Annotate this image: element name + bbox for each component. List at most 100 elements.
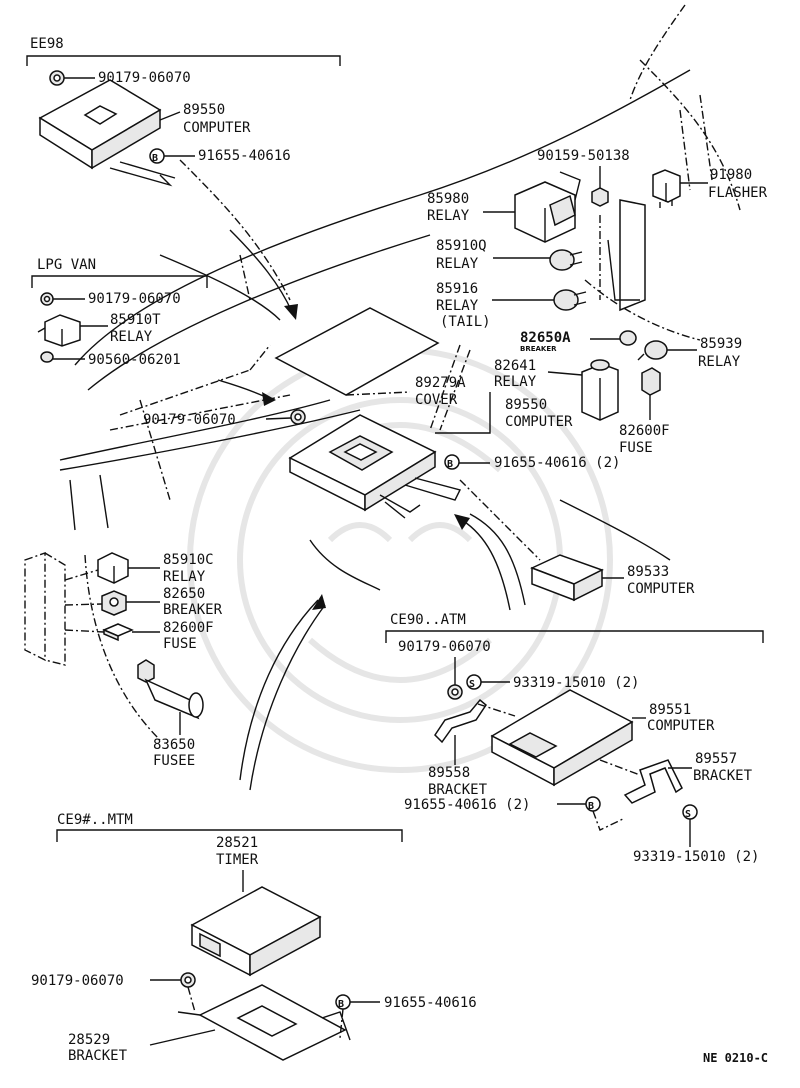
svg-text:B: B (152, 153, 158, 164)
main-computer-no: 89550 (505, 397, 547, 413)
lpg-nut-icon (40, 292, 54, 306)
cover-name: COVER (415, 392, 458, 408)
main-nut-icon (290, 409, 306, 425)
timer-icon (190, 886, 322, 977)
group-label-lpg-van: LPG VAN (37, 257, 96, 273)
atm-screw-bottom-label: 93319-15010 (2) (633, 849, 759, 865)
ee98-bolt-icon: B (149, 148, 165, 164)
group-lpg-van: LPG VAN 90179-06070 85910T RELAY 90560-0… (31, 257, 208, 368)
atm-bracket-left-no: 89558 (428, 765, 470, 781)
computer-89533-name: COMPUTER (627, 581, 695, 597)
mtm-bolt-icon: B (335, 994, 351, 1010)
flasher-name: FLASHER (708, 185, 768, 201)
atm-bracket-right-name: BRACKET (693, 768, 753, 784)
ee98-bolt-label: 91655-40616 (198, 148, 291, 164)
mtm-bracket-no: 28529 (68, 1032, 110, 1048)
relay-85939-icon (637, 340, 668, 361)
cover-no: 89279A (415, 375, 466, 391)
timer-name: TIMER (216, 852, 259, 868)
group-ce9-mtm: CE9#..MTM 28521 TIMER 90179-06070 B 9165… (31, 812, 477, 1064)
svg-text:B: B (338, 999, 344, 1010)
group-ce90-atm: CE90..ATM 90179-06070 S 93319-15010 (2) … (385, 612, 764, 865)
computer-89533-no: 89533 (627, 564, 669, 580)
relay-85980-icon (514, 171, 581, 243)
lpg-grommet-label: 90560-06201 (88, 352, 181, 368)
relay-82641-no: 82641 (494, 358, 536, 374)
mtm-bracket-name: BRACKET (68, 1048, 128, 1064)
group-label-ce9-mtm: CE9#..MTM (57, 812, 133, 828)
lpg-relay-icon (37, 314, 81, 347)
svg-text:B: B (447, 459, 453, 470)
ee98-computer-no: 89550 (183, 102, 225, 118)
ee98-nut-icon (49, 70, 65, 86)
atm-bolt-icon: B (585, 796, 601, 812)
footer-code: NE 0210-C (703, 1051, 768, 1065)
main-computer-icon (288, 414, 462, 519)
atm-bracket-left-icon (434, 698, 487, 744)
lpg-relay-name: RELAY (110, 329, 153, 345)
left-relay-no: 85910C (163, 552, 214, 568)
svg-text:S: S (685, 809, 691, 820)
upper-relays: 90159-50138 91980 FLASHER 85980 RELAY 85… (427, 148, 768, 456)
mtm-nut-label: 90179-06070 (31, 973, 124, 989)
svg-text:S: S (469, 679, 475, 690)
left-parts: 85910C RELAY 82650 BREAKER 82600F FUSE 8… (24, 552, 223, 769)
mtm-nut-icon (180, 972, 196, 988)
assembly-arrows (217, 229, 526, 791)
relay-82641-name: RELAY (494, 374, 537, 390)
relay-85916-name: RELAY (436, 298, 479, 314)
lpg-grommet-icon (40, 351, 54, 363)
relay-85910q-name: RELAY (436, 256, 479, 272)
lpg-relay-no: 85910T (110, 312, 161, 328)
atm-bracket-left-name: BRACKET (428, 782, 488, 798)
timer-no: 28521 (216, 835, 258, 851)
atm-screw-top-icon: S (466, 674, 482, 690)
left-breaker-name: BREAKER (163, 602, 223, 618)
dashboard-outline (59, 4, 741, 741)
atm-screw-top-label: 93319-15010 (2) (513, 675, 639, 691)
breaker-82650a-no: 82650A (520, 330, 571, 346)
left-relay-icon (97, 552, 129, 584)
flasher-no: 91980 (710, 167, 752, 183)
svg-text:B: B (588, 801, 594, 812)
mtm-bolt-label: 91655-40616 (384, 995, 477, 1011)
ee98-computer-name: COMPUTER (183, 120, 251, 136)
screw-90159-label: 90159-50138 (537, 148, 630, 164)
fusee-icon (137, 659, 204, 720)
fuse-82600f-icon (641, 367, 661, 396)
main-nut-label: 90179-06070 (143, 412, 236, 428)
left-fuse-icon (102, 623, 134, 642)
atm-bolt-label: 91655-40616 (2) (404, 797, 530, 813)
flasher-icon (652, 169, 681, 208)
left-breaker-icon (101, 590, 127, 616)
screw-90159-icon (591, 187, 609, 207)
left-relay-name: RELAY (163, 569, 206, 585)
computer-89533-icon (530, 554, 604, 602)
main-bolt-label: 91655-40616 (2) (494, 455, 620, 471)
group-ee98: EE98 90179-06070 89550 COMPUTER B 91655-… (26, 36, 341, 187)
main-bolt-icon: B (444, 454, 460, 470)
lpg-nut-label: 90179-06070 (88, 291, 181, 307)
relay-85939-no: 85939 (700, 336, 742, 352)
relay-85916-note: (TAIL) (440, 314, 491, 330)
left-fuse-no: 82600F (163, 620, 214, 636)
main-assembly: 89279A COVER 89550 COMPUTER 90179-06070 … (143, 307, 620, 519)
relay-85980-no: 85980 (427, 191, 469, 207)
mtm-bracket-icon (177, 984, 351, 1061)
ee98-nut-label: 90179-06070 (98, 70, 191, 86)
atm-computer-icon (490, 689, 634, 787)
relay-85910q-no: 85910Q (436, 238, 487, 254)
relay-85916-no: 85916 (436, 281, 478, 297)
fusee-name: FUSEE (153, 753, 195, 769)
breaker-82650a-name: BREAKER (520, 345, 557, 353)
fuse-82600f-no: 82600F (619, 423, 670, 439)
cover-icon (274, 307, 440, 396)
computer-89533: 89533 COMPUTER (459, 479, 695, 602)
atm-nut-icon (447, 684, 463, 700)
fusee-no: 83650 (153, 737, 195, 753)
group-label-ee98: EE98 (30, 36, 64, 52)
relay-82641-icon (581, 359, 619, 421)
fuse-82600f-name: FUSE (619, 440, 653, 456)
relay-85910q-icon (549, 249, 583, 271)
